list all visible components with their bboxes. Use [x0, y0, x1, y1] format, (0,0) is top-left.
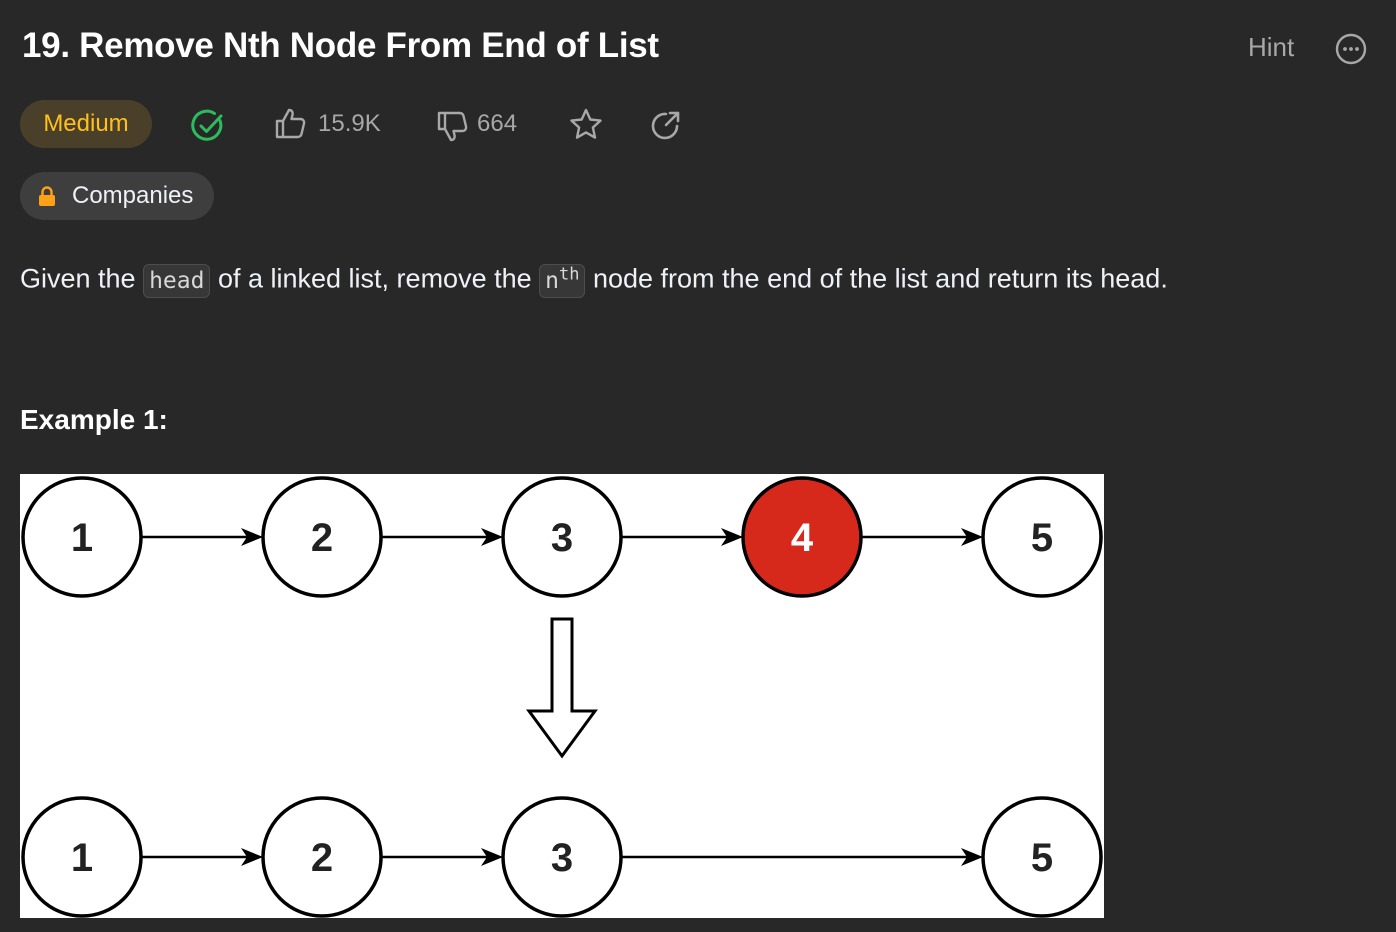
arrow-head: [241, 528, 263, 546]
arrow-head: [721, 528, 743, 546]
inline-code-head: head: [143, 263, 211, 298]
node-label: 5: [1031, 516, 1053, 560]
arrow-head: [481, 528, 503, 546]
node-label: 3: [551, 836, 573, 880]
list-node: [501, 476, 623, 598]
node-label: 4: [791, 516, 814, 560]
arrow-head: [961, 848, 983, 866]
node-label: 2: [311, 516, 333, 560]
node-label: 2: [311, 836, 333, 880]
node-label: 5: [1031, 836, 1053, 880]
list-node: [981, 796, 1103, 918]
problem-description: Given the head of a linked list, remove …: [20, 250, 1380, 305]
solved-check-icon: [191, 109, 223, 141]
example-title: Example 1:: [20, 404, 168, 435]
description-text: node from the end of the list and return…: [585, 263, 1168, 294]
nth-superscript: th: [558, 264, 580, 284]
dislike-count: 664: [477, 110, 518, 137]
node-label: 3: [551, 516, 573, 560]
transform-down-arrow: [526, 617, 598, 759]
thumbs-up-icon[interactable]: [272, 106, 308, 142]
share-icon[interactable]: [648, 107, 684, 143]
companies-label: Companies: [72, 182, 194, 209]
arrow-head: [961, 528, 983, 546]
list-node: [21, 796, 143, 918]
list-node: [981, 476, 1103, 598]
nth-base: n: [545, 267, 559, 294]
list-node: [261, 796, 383, 918]
node-label: 1: [71, 836, 93, 880]
lock-icon: [39, 186, 55, 206]
list-node: [261, 476, 383, 598]
thumbs-down-icon[interactable]: [434, 108, 470, 144]
problem-title: 19. Remove Nth Node From End of List: [22, 26, 659, 65]
list-node: [21, 476, 143, 598]
hint-button[interactable]: Hint: [1248, 32, 1295, 62]
like-count: 15.9K: [318, 110, 381, 137]
star-icon[interactable]: [567, 106, 605, 144]
arrow-head: [481, 848, 503, 866]
description-text: of a linked list, remove the: [210, 263, 540, 294]
more-circle-icon[interactable]: [1334, 32, 1368, 66]
difficulty-badge: Medium: [20, 100, 152, 148]
removed-node: [741, 476, 863, 598]
example-diagram: 1 2 3 4 5 1 2 3 5: [20, 474, 1104, 918]
inline-code-nth: nth: [539, 263, 586, 298]
arrow-head: [241, 848, 263, 866]
node-label: 1: [71, 516, 93, 560]
list-node: [501, 796, 623, 918]
description-text: Given the: [20, 263, 144, 294]
companies-button[interactable]: Companies: [20, 172, 214, 220]
